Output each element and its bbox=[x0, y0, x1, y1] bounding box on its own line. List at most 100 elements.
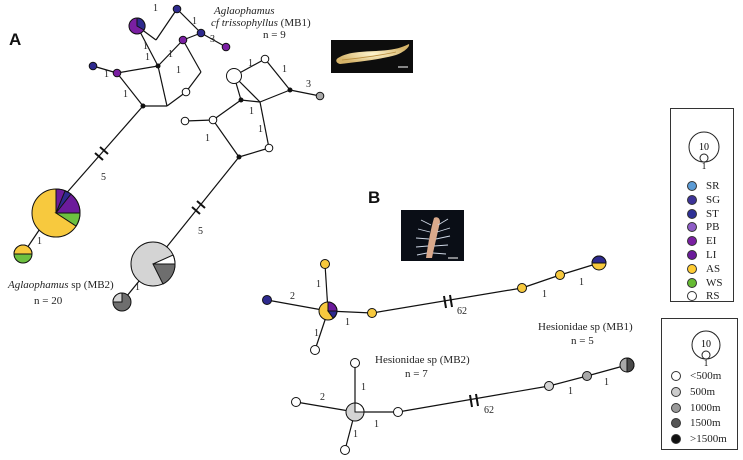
legend-item-label: PB bbox=[706, 221, 720, 234]
haplotype-node-b2 bbox=[260, 54, 270, 64]
species-label-b1: Hesionidae sp (MB1) bbox=[538, 321, 633, 333]
legend-item-label: SG bbox=[706, 193, 721, 206]
mut-label: 1 bbox=[205, 133, 210, 144]
legend-item: EI bbox=[671, 234, 716, 248]
legend-item: PB bbox=[671, 220, 719, 234]
mut-label: 1 bbox=[374, 419, 379, 430]
haplotype-node-c8 bbox=[591, 255, 607, 271]
mut-label: 1 bbox=[568, 386, 573, 397]
haplotype-node-d7 bbox=[582, 371, 592, 381]
legend-item-label: AS bbox=[706, 262, 721, 275]
network-a-mb1-depth-nodes bbox=[180, 54, 325, 153]
haplotype-node-d8 bbox=[619, 357, 635, 373]
mut-label: 1 bbox=[314, 328, 319, 339]
haplotype-node-a4 bbox=[221, 42, 231, 52]
legend-item-label: EI bbox=[706, 235, 717, 248]
mut-label: 62 bbox=[484, 405, 494, 416]
mut-label: 1 bbox=[361, 382, 366, 393]
mut-label: 62 bbox=[457, 306, 467, 317]
legend-item-label: ST bbox=[706, 207, 719, 220]
legend-item: 1000m bbox=[662, 401, 721, 415]
network-b-mb2-nodes bbox=[291, 357, 635, 455]
legend-swatch bbox=[687, 181, 697, 191]
mut-label: 3 bbox=[306, 79, 311, 90]
haplotype-node-c3 bbox=[318, 301, 338, 321]
species-label-a1: Aglaophamus bbox=[213, 5, 275, 17]
network-b-mb1-nodes bbox=[262, 255, 607, 355]
haplotype-node-d6 bbox=[544, 381, 554, 391]
legend-item: >1500m bbox=[662, 432, 727, 446]
haplotype-node-a2 bbox=[172, 4, 182, 14]
haplotype-node-d2 bbox=[350, 358, 360, 368]
mut-label: 1 bbox=[258, 124, 263, 135]
photo-hesionidae bbox=[401, 210, 464, 261]
network-a-median-vectors bbox=[114, 63, 293, 160]
species-label-a1-n: n = 9 bbox=[263, 29, 286, 41]
legend-swatch bbox=[671, 386, 681, 397]
legend-depth-size-small: 1 bbox=[704, 358, 709, 367]
mut-label: 1 bbox=[579, 277, 584, 288]
mut-label: 3 bbox=[210, 34, 215, 45]
haplotype-node-d1 bbox=[291, 397, 301, 407]
legend-swatch bbox=[687, 250, 697, 260]
legend-item-label: <500m bbox=[690, 370, 722, 382]
legend-item-label: 1500m bbox=[690, 417, 721, 430]
species-label-a1-code: (MB1) bbox=[278, 17, 311, 29]
mut-label: 1 bbox=[168, 49, 173, 60]
network-b-breaks bbox=[443, 294, 479, 408]
haplotype-node-a5 bbox=[178, 35, 188, 45]
mut-label: 1 bbox=[153, 3, 158, 14]
species-label-b2-n: n = 7 bbox=[405, 368, 428, 380]
legend-swatch bbox=[671, 371, 681, 381]
mut-label: 1 bbox=[604, 377, 609, 388]
mut-label: 1 bbox=[145, 52, 150, 63]
haplotype-node-c2 bbox=[320, 259, 330, 269]
legend-item-label: WS bbox=[706, 276, 723, 289]
legend-regions-size-key: 10 1 bbox=[688, 131, 720, 169]
mut-label: 5 bbox=[198, 226, 203, 237]
haplotype-node-d4 bbox=[340, 445, 350, 455]
haplotype-node-b6 bbox=[264, 143, 274, 153]
mut-label: 1 bbox=[542, 289, 547, 300]
legend-swatch bbox=[687, 194, 697, 205]
mut-label: 1 bbox=[123, 89, 128, 100]
haplotype-node-mb2-region-small bbox=[13, 244, 33, 264]
legend-item: WS bbox=[671, 276, 723, 290]
legend-swatch bbox=[687, 263, 697, 274]
legend-swatch bbox=[687, 208, 697, 219]
haplotype-node-mb2-region-main bbox=[31, 188, 81, 238]
legend-item-label: 500m bbox=[690, 385, 716, 398]
haplotype-node-a3 bbox=[196, 28, 206, 38]
legend-regions-size-large: 10 bbox=[699, 142, 709, 153]
legend-swatch bbox=[687, 277, 697, 288]
mut-label: 1 bbox=[316, 279, 321, 290]
mut-label: 1 bbox=[353, 429, 358, 440]
legend-item: ST bbox=[671, 207, 719, 221]
species-label-a1-epithet: cf trissophyllus bbox=[211, 17, 278, 29]
legend-item: SG bbox=[671, 193, 720, 207]
legend-swatch bbox=[687, 291, 697, 302]
legend-item-label: RS bbox=[706, 290, 720, 303]
legend-item-label: SR bbox=[706, 180, 720, 192]
legend-item-label: LI bbox=[706, 249, 717, 261]
species-label-b1-n: n = 5 bbox=[571, 335, 594, 347]
haplotype-node-a1 bbox=[128, 17, 146, 35]
species-label-a1-line2: cf trissophyllus (MB1) bbox=[211, 17, 311, 29]
network-a-mb1-purple-nodes bbox=[88, 4, 231, 97]
haplotype-node-a7 bbox=[112, 68, 122, 78]
mut-label: 1 bbox=[345, 317, 350, 328]
haplotype-node-mb2-depth-small bbox=[112, 292, 132, 312]
photo-aglaophamus bbox=[331, 40, 413, 73]
legend-regions-size-small: 1 bbox=[702, 161, 707, 169]
haplotype-node-c5 bbox=[367, 308, 377, 318]
haplotype-node-b1 bbox=[226, 68, 242, 84]
legend-depth-size-key: 10 1 bbox=[691, 330, 721, 367]
network-a-breaks bbox=[94, 146, 206, 215]
legend-depth: 10 1 <500m 500m 1000m 1500m >1500m bbox=[661, 318, 738, 450]
legend-swatch bbox=[687, 222, 697, 233]
legend-item: <500m bbox=[662, 369, 721, 383]
legend-swatch bbox=[687, 236, 697, 247]
legend-item: LI bbox=[671, 248, 716, 262]
